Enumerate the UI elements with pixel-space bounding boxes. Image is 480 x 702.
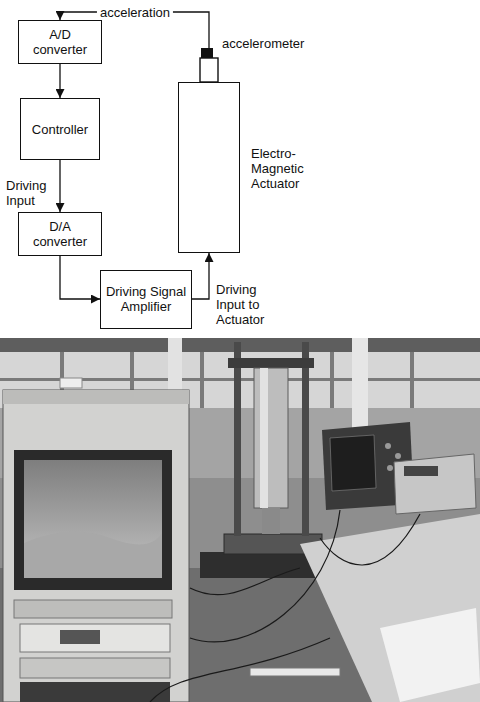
power-strip: [250, 668, 340, 676]
crossbar: [228, 358, 314, 368]
cabinet-drawer: [20, 624, 170, 652]
cabinet-unit: [20, 682, 170, 702]
cabinet-panel: [20, 658, 170, 678]
scope-knob: [395, 453, 401, 459]
drawer-device: [60, 630, 100, 644]
box-label: Driving Signal Amplifier: [101, 281, 191, 317]
photo-ground: [0, 338, 480, 702]
cabinet-panel: [14, 600, 172, 618]
cabinet-body: [3, 390, 189, 702]
cable: [190, 510, 340, 642]
generator-body: [394, 454, 476, 514]
scope-knob: [385, 443, 391, 449]
signal-arrow: [60, 256, 100, 299]
window-mullion: [410, 352, 414, 408]
accelerometer-symbol: [201, 48, 213, 58]
window-mullion: [200, 352, 204, 408]
control-cabinet: [3, 378, 189, 702]
box-label: D/A converter: [19, 216, 101, 252]
sensor-mount: [200, 58, 218, 82]
keyboard-item: [60, 378, 82, 388]
signal-label: acceleration: [97, 5, 173, 20]
signal-arrow: [192, 253, 209, 299]
rig-post: [234, 342, 241, 536]
paper-sheets: [380, 608, 480, 702]
window-mullion: [330, 352, 334, 408]
signal-label: Driving Input: [6, 178, 58, 208]
cable: [190, 568, 300, 595]
box-label: Controller: [28, 119, 92, 140]
signal-arrow: [59, 64, 60, 98]
monitor-bezel: [14, 450, 172, 590]
component-label: Electro-Magnetic Actuator: [251, 145, 323, 190]
function-generator: [394, 454, 476, 514]
generator-display: [404, 466, 438, 476]
diagram-stage: A/D converterControllerD/A converterDriv…: [0, 0, 480, 338]
cabinet-top: [3, 390, 189, 404]
actuator-body: [254, 368, 288, 508]
actuator-highlight: [260, 368, 268, 508]
cable: [320, 514, 420, 565]
scope-knob: [387, 465, 393, 471]
scope-screen: [330, 435, 376, 491]
lab-photo: [0, 338, 480, 702]
monitor-screen: [24, 460, 162, 578]
process-box: D/A converter: [18, 212, 102, 256]
actuator-rod: [262, 508, 280, 534]
part-label: accelerometer: [222, 36, 304, 51]
process-box: Driving Signal Amplifier: [100, 270, 192, 329]
box-label: A/D converter: [19, 24, 101, 60]
rig-post: [302, 342, 309, 536]
signal-arrow: [59, 160, 60, 212]
process-box: Controller: [20, 98, 100, 160]
actuator-box: Electro-Magnetic Actuator: [178, 82, 240, 253]
signal-label: Driving Input to Actuator: [216, 282, 282, 327]
process-box: A/D converter: [18, 20, 102, 64]
cables: [150, 510, 420, 702]
screen-hill: [24, 532, 162, 578]
